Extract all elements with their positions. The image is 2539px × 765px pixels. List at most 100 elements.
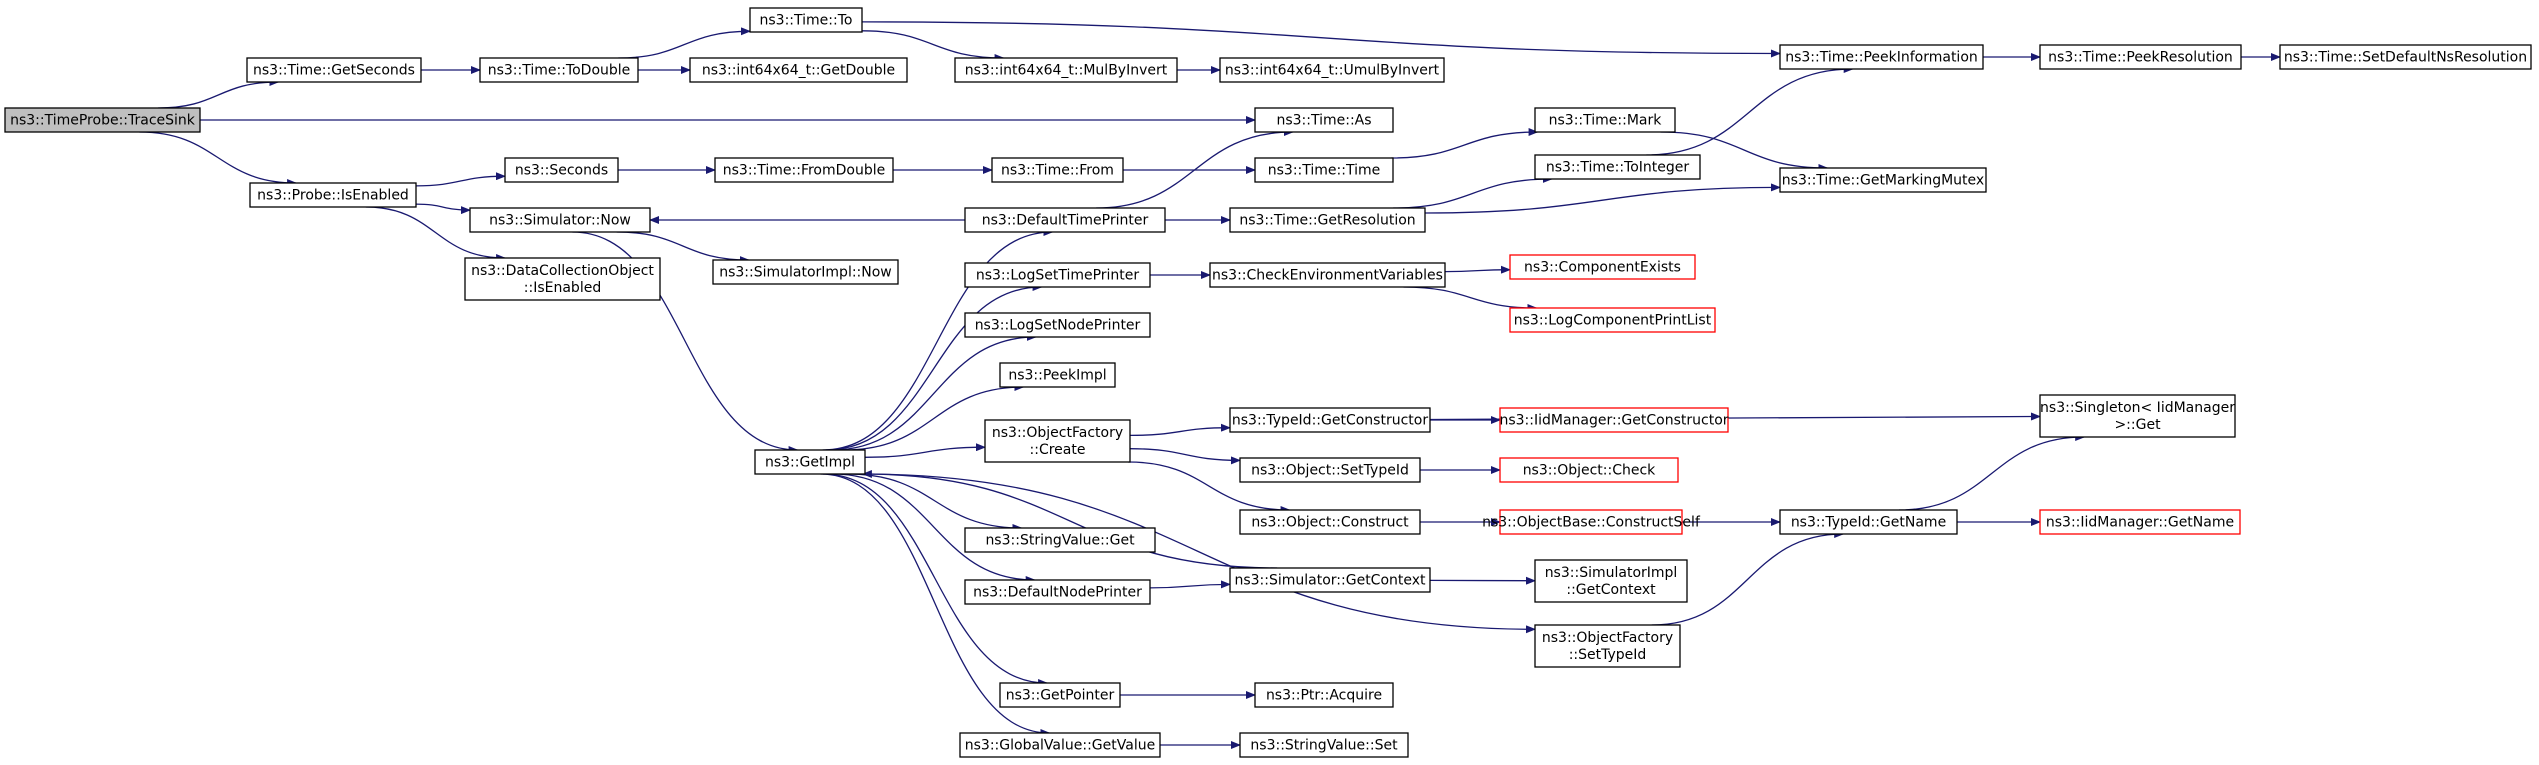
node-logSetTimePrinter[interactable]: ns3::LogSetTimePrinter	[964, 262, 1151, 288]
edge-simGetContext-to-getImpl	[861, 470, 1278, 569]
node-globalValueGetValue[interactable]: ns3::GlobalValue::GetValue	[959, 732, 1161, 758]
node-label: ns3::Object::SetTypeId	[1251, 463, 1409, 479]
node-checkEnvVars[interactable]: ns3::CheckEnvironmentVariables	[1209, 262, 1446, 288]
node-box	[712, 259, 899, 285]
node-peekInformation[interactable]: ns3::Time::PeekInformation	[1779, 44, 1984, 70]
node-label: ::GetContext	[1566, 582, 1656, 598]
node-constructSelf[interactable]: ns3::ObjectBase::ConstructSelf	[1482, 509, 1701, 535]
node-componentExists[interactable]: ns3::ComponentExists	[1509, 254, 1696, 280]
node-mulByInvert[interactable]: ns3::int64x64_t::MulByInvert	[954, 57, 1178, 83]
edge-getImpl-to-globalValueGetValue	[820, 473, 1051, 737]
edge-defaultNodePrinter-to-simGetContext	[1149, 580, 1231, 589]
node-label: ns3::IidManager::GetConstructor	[1499, 413, 1728, 429]
node-objectConstruct[interactable]: ns3::Object::Construct	[1239, 509, 1421, 535]
edge-traceSink-to-getSeconds	[158, 78, 280, 109]
node-box	[1219, 57, 1445, 83]
edge-objectFactoryCreate-to-objectConstruct	[1128, 461, 1291, 514]
node-objectFactoryCreate[interactable]: ns3::ObjectFactory::Create	[984, 419, 1131, 463]
node-singletonGet[interactable]: ns3::Singleton< IidManager >::Get	[2039, 394, 2236, 438]
node-label: ns3::DefaultTimePrinter	[982, 213, 1149, 229]
node-timeTime[interactable]: ns3::Time::Time	[1254, 157, 1394, 183]
node-simImplNow[interactable]: ns3::SimulatorImpl::Now	[712, 259, 899, 285]
node-label: ns3::int64x64_t::GetDouble	[702, 63, 895, 79]
node-label: ns3::CheckEnvironmentVariables	[1212, 268, 1443, 284]
node-objectSetTypeId[interactable]: ns3::Object::SetTypeId	[1239, 457, 1421, 483]
node-logSetNodePrinter[interactable]: ns3::LogSetNodePrinter	[964, 312, 1151, 338]
node-label: ns3::SimulatorImpl	[1545, 565, 1678, 581]
node-getResolution[interactable]: ns3::Time::GetResolution	[1229, 207, 1426, 233]
edge-isEnabled-to-dcoIsEnabled	[365, 206, 507, 262]
node-box	[754, 449, 866, 475]
node-box	[1509, 254, 1696, 280]
node-toInteger[interactable]: ns3::Time::ToInteger	[1534, 154, 1701, 180]
edge-timeMark-to-getMarkingMutex	[1660, 131, 1829, 172]
node-label: ns3::Time::To	[760, 13, 853, 29]
node-isEnabled[interactable]: ns3::Probe::IsEnabled	[249, 182, 417, 208]
node-label: ns3::Time::Time	[1268, 163, 1380, 179]
edge-getResolution-to-toInteger	[1393, 175, 1553, 209]
edge-objectFactoryCreate-to-objectSetTypeId	[1129, 448, 1241, 465]
node-box	[689, 57, 908, 83]
node-typeIdGetName[interactable]: ns3::TypeId::GetName	[1779, 509, 1958, 535]
node-label: ::Create	[1030, 442, 1086, 458]
node-timeTo[interactable]: ns3::Time::To	[749, 7, 863, 33]
node-label: ns3::TimeProbe::TraceSink	[10, 113, 196, 129]
node-box	[1239, 457, 1421, 483]
node-getDouble[interactable]: ns3::int64x64_t::GetDouble	[689, 57, 908, 83]
node-getImpl[interactable]: ns3::GetImpl	[754, 449, 866, 475]
node-iidGetName[interactable]: ns3::IidManager::GetName	[2039, 509, 2241, 535]
node-box	[2039, 509, 2241, 535]
node-label: ns3::Time::SetDefaultNsResolution	[2284, 50, 2527, 66]
node-getMarkingMutex[interactable]: ns3::Time::GetMarkingMutex	[1779, 167, 1987, 193]
node-simGetContext[interactable]: ns3::Simulator::GetContext	[1229, 567, 1431, 593]
node-box	[964, 207, 1166, 233]
node-peekResolution[interactable]: ns3::Time::PeekResolution	[2039, 44, 2242, 70]
node-setDefaultNsResolution[interactable]: ns3::Time::SetDefaultNsResolution	[2279, 44, 2532, 70]
node-label: ns3::GetPointer	[1006, 688, 1115, 704]
node-box	[469, 207, 651, 233]
node-typeIdGetConstructor[interactable]: ns3::TypeId::GetConstructor	[1229, 407, 1431, 433]
node-defaultTimePrinter[interactable]: ns3::DefaultTimePrinter	[964, 207, 1166, 233]
node-objectFactorySetTypeId[interactable]: ns3::ObjectFactory::SetTypeId	[1534, 624, 1681, 668]
node-peekImpl[interactable]: ns3::PeekImpl	[999, 362, 1116, 388]
node-dcoIsEnabled[interactable]: ns3::DataCollectionObject::IsEnabled	[464, 257, 661, 301]
node-box	[991, 157, 1124, 183]
node-box	[1209, 262, 1446, 288]
edge-getImpl-to-stringValueGet	[848, 473, 1023, 532]
node-stringValueGet[interactable]: ns3::StringValue::Get	[964, 527, 1156, 553]
node-label: >::Get	[2114, 417, 2161, 433]
node-getPointer[interactable]: ns3::GetPointer	[999, 682, 1121, 708]
node-box	[1534, 624, 1681, 668]
node-box	[1534, 154, 1701, 180]
node-timeMark[interactable]: ns3::Time::Mark	[1534, 107, 1676, 133]
node-timeAs[interactable]: ns3::Time::As	[1254, 107, 1394, 133]
node-box	[2039, 394, 2236, 438]
node-label: ns3::Ptr::Acquire	[1266, 688, 1382, 704]
node-box	[964, 312, 1151, 338]
node-umulByInvert[interactable]: ns3::int64x64_t::UmulByInvert	[1219, 57, 1445, 83]
node-seconds[interactable]: ns3::Seconds	[504, 157, 619, 183]
node-label: ns3::Time::From	[1001, 163, 1114, 179]
node-stringValueSet[interactable]: ns3::StringValue::Set	[1239, 732, 1409, 758]
node-getSeconds[interactable]: ns3::Time::GetSeconds	[246, 57, 422, 83]
node-toDouble[interactable]: ns3::Time::ToDouble	[479, 57, 639, 83]
node-fromDouble[interactable]: ns3::Time::FromDouble	[714, 157, 894, 183]
node-iidGetConstructor[interactable]: ns3::IidManager::GetConstructor	[1499, 407, 1729, 433]
node-box	[964, 579, 1151, 605]
edge-toInteger-to-peekInformation	[1646, 65, 1854, 156]
edge-timeTo-to-peekInformation	[861, 21, 1781, 58]
node-simImplGetContext[interactable]: ns3::SimulatorImpl::GetContext	[1534, 559, 1688, 603]
node-defaultNodePrinter[interactable]: ns3::DefaultNodePrinter	[964, 579, 1151, 605]
node-box	[1779, 509, 1958, 535]
node-logComponentPrintList[interactable]: ns3::LogComponentPrintList	[1509, 307, 1716, 333]
node-traceSink[interactable]: ns3::TimeProbe::TraceSink	[4, 107, 201, 133]
node-ptrAcquire[interactable]: ns3::Ptr::Acquire	[1254, 682, 1394, 708]
node-label: ns3::ObjectFactory	[1542, 630, 1673, 646]
node-label: ns3::ObjectBase::ConstructSelf	[1482, 515, 1701, 531]
node-box	[479, 57, 639, 83]
node-timeFrom[interactable]: ns3::Time::From	[991, 157, 1124, 183]
node-label: ns3::int64x64_t::MulByInvert	[965, 63, 1168, 79]
node-objectCheck[interactable]: ns3::Object::Check	[1499, 457, 1679, 483]
node-simNow[interactable]: ns3::Simulator::Now	[469, 207, 651, 233]
node-box	[749, 7, 863, 33]
